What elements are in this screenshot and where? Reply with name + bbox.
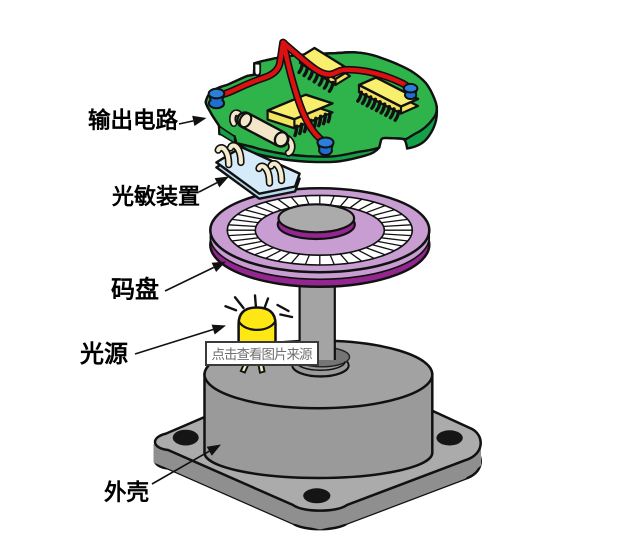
svg-text:外壳: 外壳 [104, 479, 150, 505]
svg-text:光源: 光源 [79, 341, 128, 368]
svg-text:输出电路: 输出电路 [88, 107, 179, 133]
svg-text:点击查看图片来源: 点击查看图片来源 [212, 347, 313, 362]
svg-text:光敏装置: 光敏装置 [111, 184, 200, 209]
svg-text:码盘: 码盘 [111, 276, 159, 304]
